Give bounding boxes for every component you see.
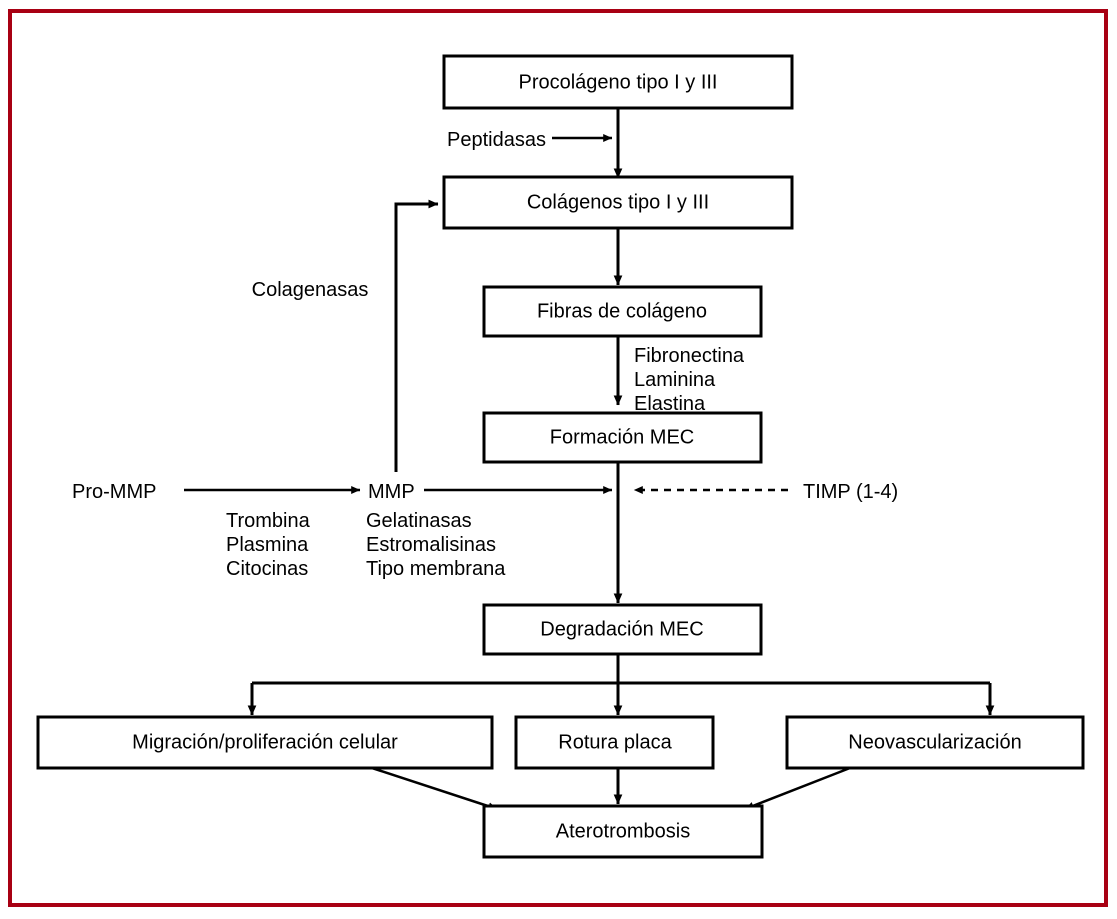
box-neovascularizacion-label: Neovascularización: [848, 731, 1021, 753]
box-procolageno-label: Procolágeno tipo I y III: [518, 71, 717, 93]
box-aterotrombosis[interactable]: Aterotrombosis: [482, 804, 764, 859]
label-citocinas: Citocinas: [226, 558, 308, 580]
box-neovascularizacion[interactable]: Neovascularización: [785, 715, 1085, 770]
box-fibras-colageno[interactable]: Fibras de colágeno: [482, 285, 763, 338]
box-formacion-mec-label: Formación MEC: [550, 426, 694, 448]
label-laminina: Laminina: [634, 369, 716, 391]
figure-border: [8, 9, 1108, 907]
box-colagenos-label: Colágenos tipo I y III: [527, 191, 709, 213]
box-migracion-proliferacion[interactable]: Migración/proliferación celular: [36, 715, 494, 770]
label-estromalisinas: Estromalisinas: [366, 534, 496, 556]
box-colagenos[interactable]: Colágenos tipo I y III: [442, 175, 794, 230]
box-degradacion-mec[interactable]: Degradación MEC: [482, 603, 763, 656]
label-mmp: MMP: [368, 481, 415, 503]
arrow-mmp-colagenasas-feedback: [394, 199, 439, 472]
box-degradacion-mec-label: Degradación MEC: [540, 618, 703, 640]
label-pro-mmp: Pro-MMP: [72, 481, 156, 503]
label-tipo-membrana: Tipo membrana: [366, 558, 506, 580]
label-fibronectina: Fibronectina: [634, 345, 745, 367]
box-rotura-placa-label: Rotura placa: [558, 731, 672, 753]
box-migracion-proliferacion-label: Migración/proliferación celular: [132, 731, 398, 753]
label-trombina: Trombina: [226, 510, 311, 532]
box-rotura-placa[interactable]: Rotura placa: [514, 715, 715, 770]
box-procolageno[interactable]: Procolágeno tipo I y III: [442, 54, 794, 110]
box-aterotrombosis-label: Aterotrombosis: [556, 820, 691, 842]
box-fibras-colageno-label: Fibras de colágeno: [537, 300, 707, 322]
arrow-migracion-to-aterotrombosis: [371, 766, 498, 811]
label-plasmina: Plasmina: [226, 534, 309, 556]
arrow-neovascularizacion-to-aterotrombosis: [744, 766, 851, 811]
label-gelatinasas: Gelatinasas: [366, 510, 472, 532]
label-timp: TIMP (1-4): [803, 481, 898, 503]
label-colagenasas: Colagenasas: [252, 279, 369, 301]
label-elastina: Elastina: [634, 393, 706, 415]
box-formacion-mec[interactable]: Formación MEC: [482, 411, 763, 464]
label-peptidasas: Peptidasas: [447, 129, 546, 151]
